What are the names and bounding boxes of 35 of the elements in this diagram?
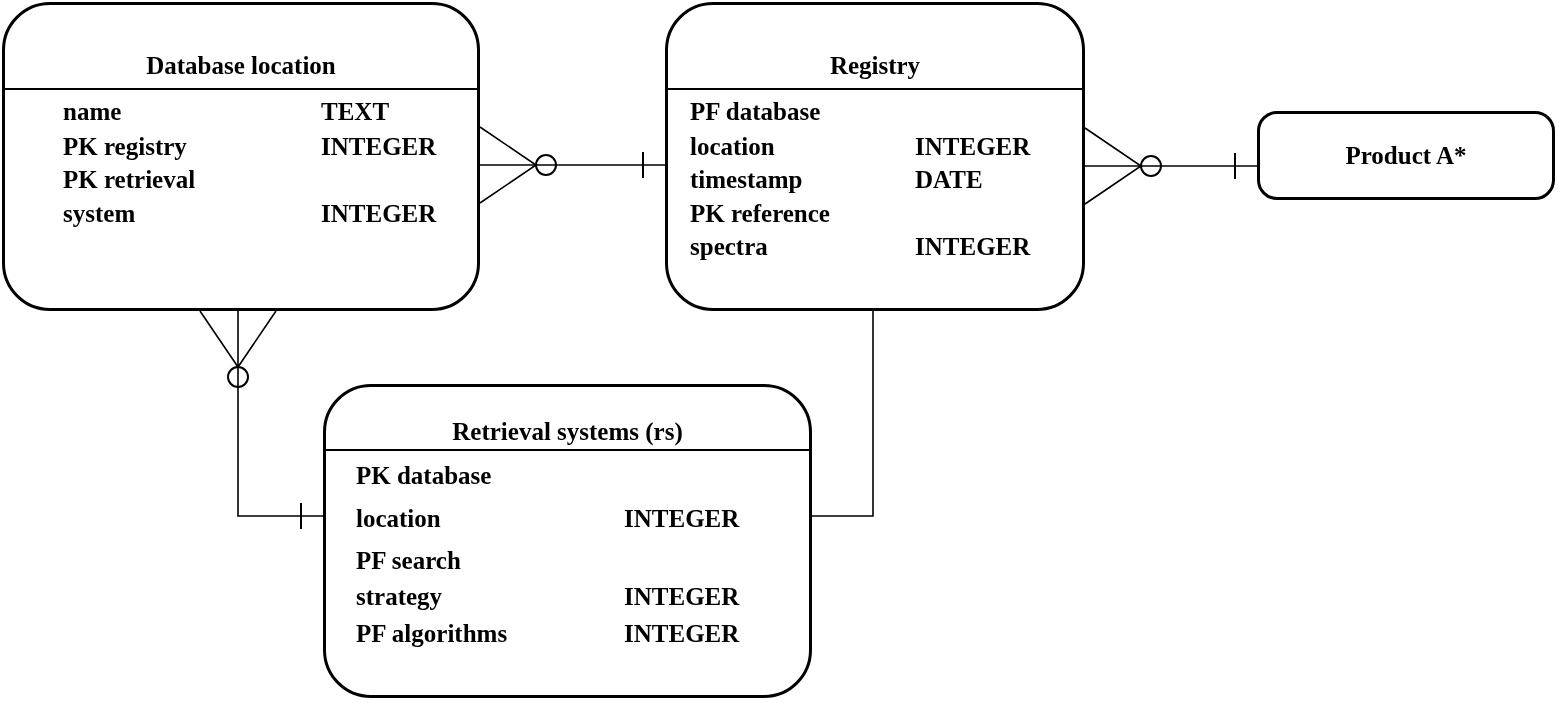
attribute-name: strategy	[356, 582, 443, 612]
attribute-name: name	[63, 97, 122, 127]
entity-box	[1257, 111, 1555, 200]
data-type: INTEGER	[624, 619, 740, 649]
data-type: INTEGER	[915, 232, 1031, 262]
relationship-line	[1084, 127, 1258, 205]
data-type: INTEGER	[321, 132, 437, 162]
entity-title: Database location	[145, 51, 337, 81]
relationship-line	[811, 310, 874, 517]
attribute-name: PK reference	[690, 199, 830, 229]
data-type: INTEGER	[624, 504, 740, 534]
attribute-name: timestamp	[690, 165, 803, 195]
entity-title: Product A*	[1345, 140, 1467, 171]
relationship-line	[199, 310, 324, 530]
data-type: DATE	[915, 165, 983, 195]
attribute-name: PF algorithms	[356, 619, 508, 649]
attribute-name: PF database	[690, 97, 821, 127]
attribute-name: PK registry	[63, 132, 187, 162]
entity-title: Registry	[828, 51, 922, 81]
attribute-name: location	[356, 504, 441, 534]
attribute-name: spectra	[690, 232, 768, 262]
data-type: INTEGER	[321, 199, 437, 229]
attribute-name: PK retrieval	[63, 165, 196, 195]
entity-box	[665, 2, 1085, 311]
data-type: INTEGER	[915, 132, 1031, 162]
entity-title: Retrieval systems (rs)	[451, 417, 684, 448]
data-type: INTEGER	[624, 582, 740, 612]
data-type: TEXT	[321, 97, 390, 127]
attribute-name: PK database	[356, 461, 492, 491]
relationship-line	[479, 126, 666, 204]
entity-box	[2, 2, 480, 311]
attribute-name: location	[690, 132, 775, 162]
attribute-name: PF search	[356, 546, 461, 576]
entity-box	[323, 384, 812, 698]
attribute-name: system	[63, 199, 136, 229]
